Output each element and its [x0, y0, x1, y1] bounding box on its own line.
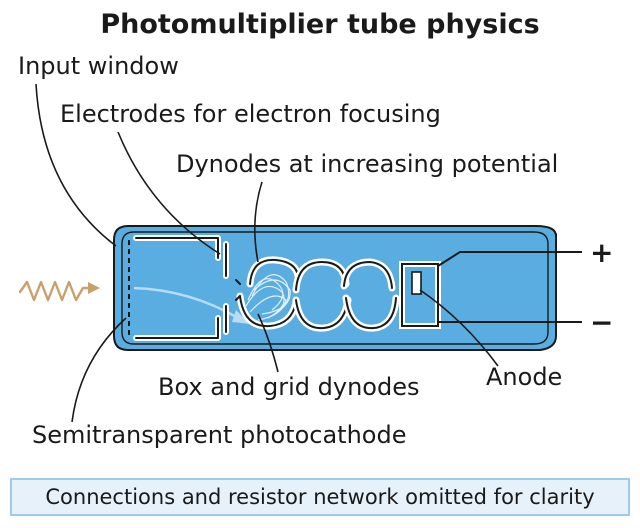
- label-photocathode: Semitransparent photocathode: [32, 421, 406, 449]
- wavy-arrow-icon: [18, 280, 100, 302]
- dynode-chain: [235, 256, 400, 332]
- terminal-wires: [437, 251, 582, 323]
- label-electrodes: Electrodes for electron focusing: [60, 100, 441, 128]
- leader-box-grid: [257, 313, 279, 373]
- page-title: Photomultiplier tube physics: [100, 9, 539, 40]
- footnote-box: Connections and resistor network omitted…: [10, 478, 630, 516]
- label-anode: Anode: [486, 363, 562, 391]
- leader-electrodes: [117, 131, 221, 255]
- tube-inner-line: [121, 231, 549, 345]
- tube-envelope: [113, 225, 557, 351]
- anode: [399, 261, 441, 329]
- label-input-window: Input window: [18, 52, 179, 80]
- leader-dynodes: [254, 181, 263, 263]
- leader-anode: [419, 289, 499, 367]
- electron-trajectories: [245, 274, 291, 321]
- label-box-grid-dynodes: Box and grid dynodes: [158, 373, 420, 401]
- leader-lines: [35, 83, 499, 423]
- label-dynodes: Dynodes at increasing potential: [176, 150, 558, 178]
- leader-input-window: [35, 83, 117, 247]
- focusing-electrodes: [133, 235, 229, 341]
- footnote-text: Connections and resistor network omitted…: [45, 485, 595, 509]
- leader-photocathode: [71, 317, 127, 423]
- terminal-positive: +: [590, 236, 613, 269]
- terminal-negative: −: [590, 306, 613, 339]
